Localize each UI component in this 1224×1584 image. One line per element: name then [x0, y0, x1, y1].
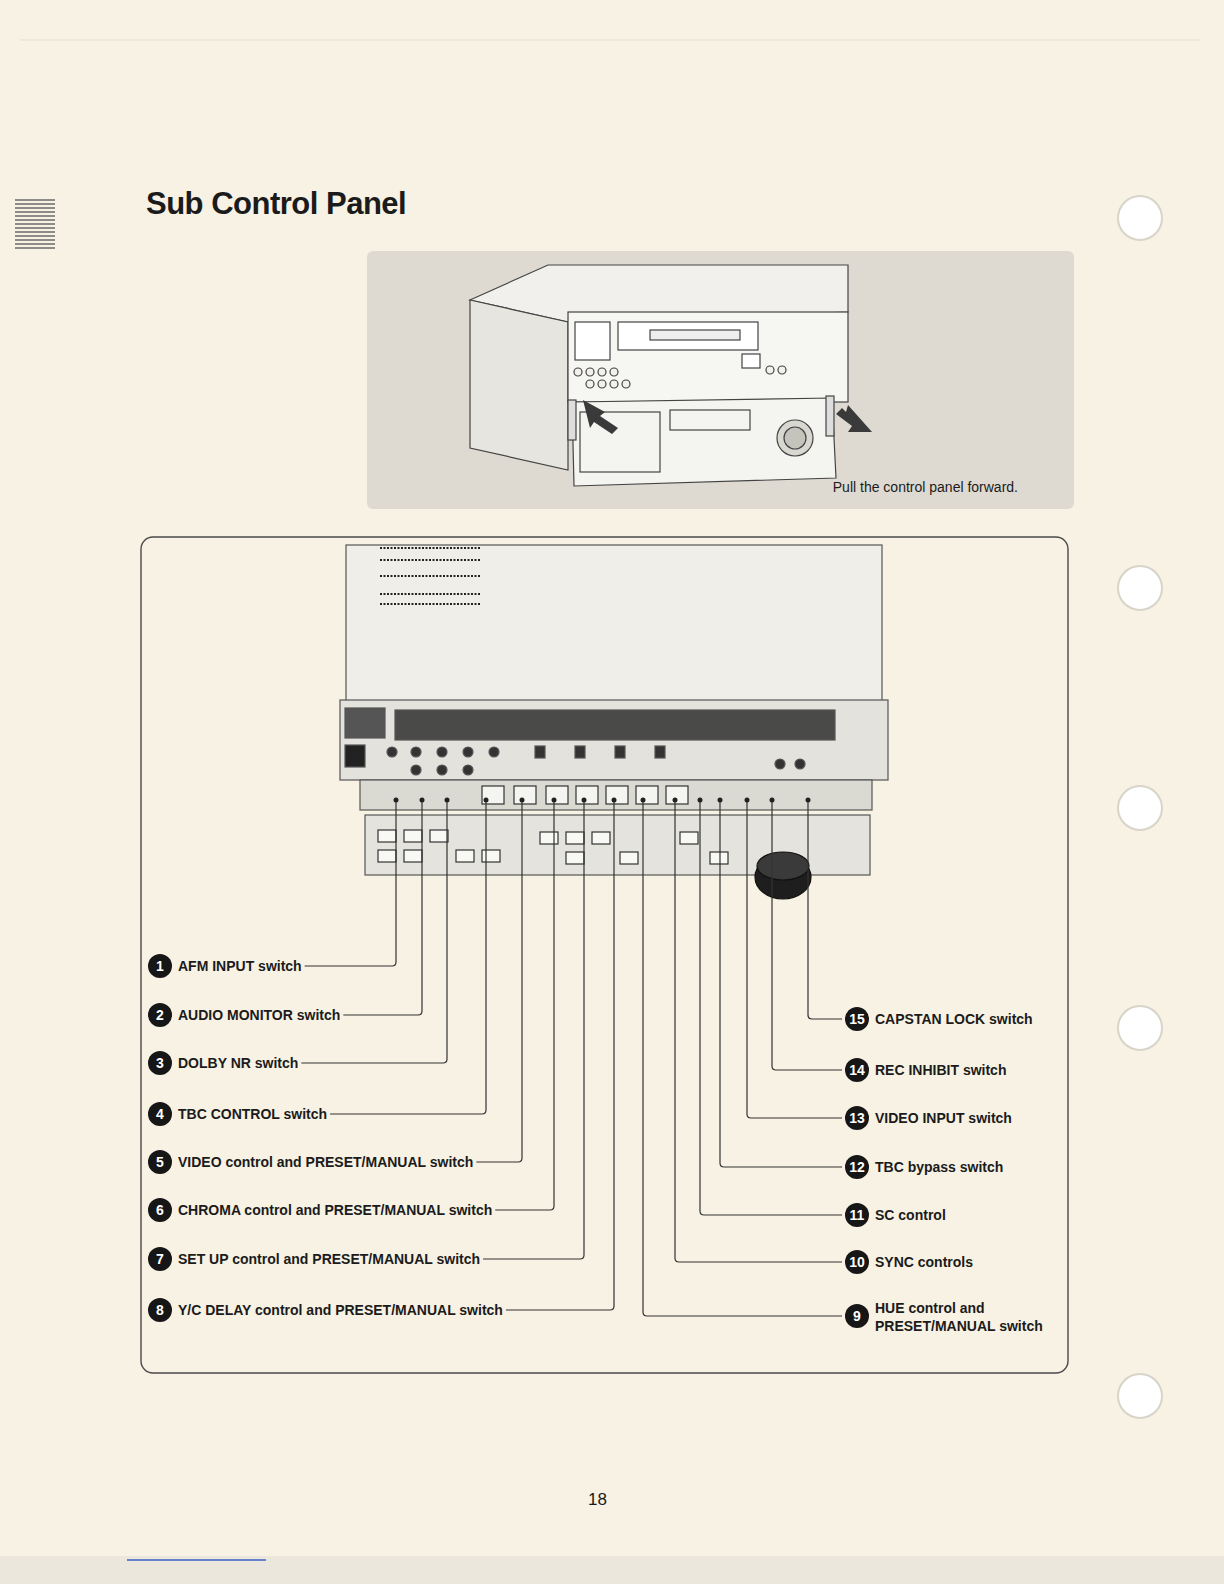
leader-line: [476, 800, 522, 1162]
leader-dot: [770, 798, 775, 803]
leader-line: [343, 800, 422, 1015]
part-name: VIDEO INPUT switch: [875, 1109, 1075, 1127]
part-name: SC control: [875, 1206, 1075, 1224]
part-name: TBC CONTROL switch: [178, 1105, 327, 1123]
leader-dot: [718, 798, 723, 803]
leader-line: [330, 800, 486, 1114]
leader-dot: [484, 798, 489, 803]
illustration-band: Pull the control panel forward.: [367, 251, 1074, 509]
callout-number: 5: [148, 1150, 172, 1174]
vcr-illustration: [367, 251, 1074, 509]
part-name: CHROMA control and PRESET/MANUAL switch: [178, 1201, 492, 1219]
callout-number: 3: [148, 1051, 172, 1075]
leader-line: [495, 800, 554, 1210]
leader-line: [700, 800, 842, 1215]
callout-number: 2: [148, 1003, 172, 1027]
part-name: SET UP control and PRESET/MANUAL switch: [178, 1250, 480, 1268]
callout-number: 12: [845, 1155, 869, 1179]
callout-number: 9: [845, 1304, 869, 1328]
leader-line: [301, 800, 447, 1063]
part-name: AUDIO MONITOR switch: [178, 1006, 340, 1024]
callout-number: 6: [148, 1198, 172, 1222]
leader-dot: [698, 798, 703, 803]
leader-line: [747, 800, 842, 1118]
illustration-caption: Pull the control panel forward.: [833, 479, 1018, 495]
callout-number: 11: [845, 1203, 869, 1227]
leader-dot: [582, 798, 587, 803]
part-name: HUE control and PRESET/MANUAL switch: [875, 1299, 1075, 1335]
leader-dot: [520, 798, 525, 803]
leader-dot: [806, 798, 811, 803]
leader-line: [305, 800, 396, 966]
leader-dot: [641, 798, 646, 803]
page-title: Sub Control Panel: [146, 186, 406, 222]
leader-line: [506, 800, 614, 1310]
callout-number: 15: [845, 1007, 869, 1031]
callout-number: 13: [845, 1106, 869, 1130]
leader-dot: [552, 798, 557, 803]
part-name: VIDEO control and PRESET/MANUAL switch: [178, 1153, 473, 1171]
part-name: CAPSTAN LOCK switch: [875, 1010, 1075, 1028]
part-name: REC INHIBIT switch: [875, 1061, 1075, 1079]
leader-dot: [420, 798, 425, 803]
callout-number: 8: [148, 1298, 172, 1322]
callout-number: 10: [845, 1250, 869, 1274]
leader-line: [720, 800, 842, 1167]
leader-dot: [445, 798, 450, 803]
part-name: SYNC controls: [875, 1253, 1075, 1271]
callout-number: 4: [148, 1102, 172, 1126]
part-name: Y/C DELAY control and PRESET/MANUAL swit…: [178, 1301, 503, 1319]
leader-line: [643, 800, 842, 1316]
leader-dot: [745, 798, 750, 803]
leader-dot: [612, 798, 617, 803]
callout-number: 1: [148, 954, 172, 978]
leader-line: [675, 800, 842, 1262]
part-name: TBC bypass switch: [875, 1158, 1075, 1176]
leader-dot: [673, 798, 678, 803]
part-name: DOLBY NR switch: [178, 1054, 298, 1072]
leader-line: [483, 800, 584, 1259]
callout-number: 7: [148, 1247, 172, 1271]
leader-dot: [394, 798, 399, 803]
page-number: 18: [588, 1490, 607, 1510]
leader-line: [808, 800, 842, 1019]
callout-number: 14: [845, 1058, 869, 1082]
leader-line: [772, 800, 842, 1070]
part-name: AFM INPUT switch: [178, 957, 302, 975]
